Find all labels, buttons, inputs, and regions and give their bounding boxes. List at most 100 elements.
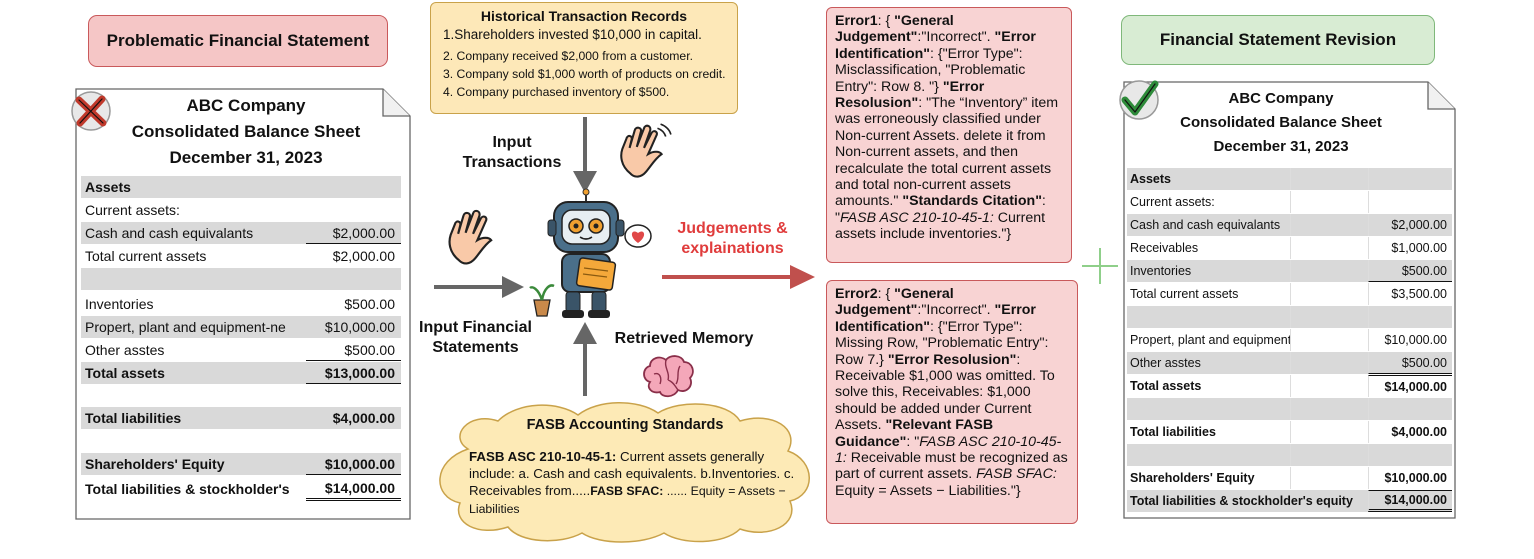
row-value — [1368, 306, 1452, 328]
table-row: Total assets $13,000.00 — [81, 362, 401, 384]
red-x-icon — [71, 91, 111, 131]
row-value — [1368, 444, 1452, 466]
row-value: $500.00 — [306, 339, 401, 361]
row-label: Total liabilities — [1130, 425, 1216, 439]
table-row — [1127, 444, 1452, 466]
row-label: Total liabilities — [85, 410, 182, 426]
row-value — [306, 268, 401, 290]
table-row: Shareholders' Equity$10,000.00 — [81, 453, 401, 475]
left-statement-name: Consolidated Balance Sheet — [120, 120, 372, 144]
row-spacer-cell — [1290, 444, 1368, 466]
row-spacer-cell — [1290, 214, 1368, 236]
history-item: 1.Shareholders invested $10,000 in capit… — [443, 27, 702, 42]
row-value: $14,000.00 — [1368, 490, 1452, 512]
table-row: Receivables $1,000.00 — [1127, 237, 1452, 259]
table-row: Inventories$500.00 — [1127, 260, 1452, 282]
fasb-cloud-text: FASB ASC 210-10-45-1: Current assets gen… — [469, 449, 795, 516]
revision-title-text: Financial Statement Revision — [1159, 30, 1397, 49]
waving-hand-icon — [448, 209, 493, 265]
row-value: $13,000.00 — [306, 362, 401, 384]
row-label — [1127, 306, 1290, 328]
row-label: Propert, plant and equipment-net — [1130, 333, 1290, 347]
row-value: $4,000.00 — [1368, 421, 1452, 443]
row-value — [1368, 168, 1452, 190]
row-spacer-cell — [1290, 398, 1368, 420]
fasb-cloud-title: FASB Accounting Standards — [526, 417, 724, 433]
row-value: $14,000.00 — [306, 477, 401, 501]
row-label — [1127, 398, 1290, 420]
row-value: $2,000.00 — [306, 222, 401, 244]
brain-icon — [643, 355, 694, 398]
row-spacer-cell — [1290, 375, 1368, 397]
right-statement-name: Consolidated Balance Sheet — [1170, 111, 1392, 134]
table-row — [81, 268, 401, 290]
table-row: Total assets $14,000.00 — [1127, 375, 1452, 397]
plus-icon — [1082, 248, 1118, 284]
row-value: $500.00 — [344, 296, 395, 312]
row-value: $1,000.00 — [1368, 237, 1452, 259]
row-spacer-cell — [1290, 237, 1368, 259]
row-label: Shareholders' Equity — [1130, 471, 1255, 485]
arrow-transactions-down — [573, 117, 597, 193]
table-row: Assets — [1127, 168, 1452, 190]
right-statement-date: December 31, 2023 — [1170, 135, 1392, 158]
left-company-name: ABC Company — [120, 94, 372, 118]
history-item: 3. Company sold $1,000 worth of products… — [443, 67, 726, 81]
row-spacer-cell — [1290, 191, 1368, 213]
row-value — [306, 199, 401, 221]
retrieved-memory-label: Retrieved Memory — [614, 330, 754, 347]
input-statements-label: Input Financial Statements — [419, 319, 532, 356]
table-row: Total liabilities & stockholder's equity… — [1127, 490, 1452, 512]
row-value — [306, 385, 401, 407]
table-row: Total liabilities$4,000.00 — [81, 407, 401, 429]
arrow-judgements-right — [662, 265, 815, 289]
historical-records-title: Historical Transaction Records — [480, 8, 688, 24]
row-label: Total liabilities & stockholder's equity — [1130, 494, 1353, 508]
history-item: 2. Company received $2,000 from a custom… — [443, 49, 693, 63]
row-value: $10,000.00 — [1368, 467, 1452, 489]
row-value: $3,500.00 — [1368, 283, 1452, 305]
table-row: Current assets: — [81, 199, 401, 221]
row-label: Total assets — [85, 365, 165, 381]
judgements-label: Judgements & explainations — [677, 220, 788, 257]
table-row — [1127, 398, 1452, 420]
row-label: Other asstes — [85, 342, 165, 358]
table-row: Other asstes $500.00 — [1127, 352, 1452, 374]
row-label: Total assets — [1130, 379, 1202, 393]
fasb-cloud-shape — [439, 402, 810, 543]
row-value: $14,000.00 — [1368, 375, 1452, 397]
table-row: Propert, plant and equipment-net $10,000.… — [1127, 329, 1452, 351]
table-row: Inventories $500.00 — [81, 293, 401, 315]
row-label: Receivables — [1130, 241, 1199, 255]
row-spacer-cell — [1290, 306, 1368, 328]
historical-records-box: Historical Transaction Records 1.Shareho… — [430, 2, 738, 114]
green-check-icon — [1119, 80, 1159, 120]
row-spacer-cell — [1290, 260, 1368, 282]
row-value: $2,000.00 — [332, 248, 395, 264]
table-row: Cash and cash equivalants$2,000.00 — [81, 222, 401, 244]
row-value: $500.00 — [1368, 352, 1452, 374]
row-value — [1368, 398, 1452, 420]
row-label: Total current assets — [1130, 287, 1239, 301]
table-row: Total liabilities $4,000.00 — [1127, 421, 1452, 443]
arrow-statements-right — [434, 276, 524, 298]
robot-agent-icon — [529, 188, 652, 318]
row-value: $10,000.00 — [1368, 329, 1452, 351]
input-transactions-label: Input Transactions — [462, 134, 562, 171]
row-label: Inventories — [85, 296, 154, 312]
table-row: Propert, plant and equipment-ne$10,000.0… — [81, 316, 401, 338]
table-row: Other asstes $500.00 — [81, 339, 401, 361]
right-company-name: ABC Company — [1170, 87, 1392, 110]
problematic-statement-title-text: Problematic Financial Statement — [106, 31, 370, 50]
row-label: Other asstes — [1130, 356, 1201, 370]
row-value: $500.00 — [1368, 260, 1452, 282]
table-row: Cash and cash equivalants$2,000.00 — [1127, 214, 1452, 236]
row-label: Current assets: — [85, 202, 180, 218]
error1-box: Error1: { "General Judgement":"Incorrect… — [826, 7, 1072, 263]
table-row: Total current assets$2,000.00 — [81, 245, 401, 267]
table-row: Total current assets $3,500.00 — [1127, 283, 1452, 305]
table-row: Total liabilities & stockholder's$14,000… — [81, 477, 401, 501]
problematic-statement-title: Problematic Financial Statement — [88, 15, 388, 67]
history-item: 4. Company purchased inventory of $500. — [443, 85, 670, 99]
row-label: Assets — [1130, 172, 1171, 186]
